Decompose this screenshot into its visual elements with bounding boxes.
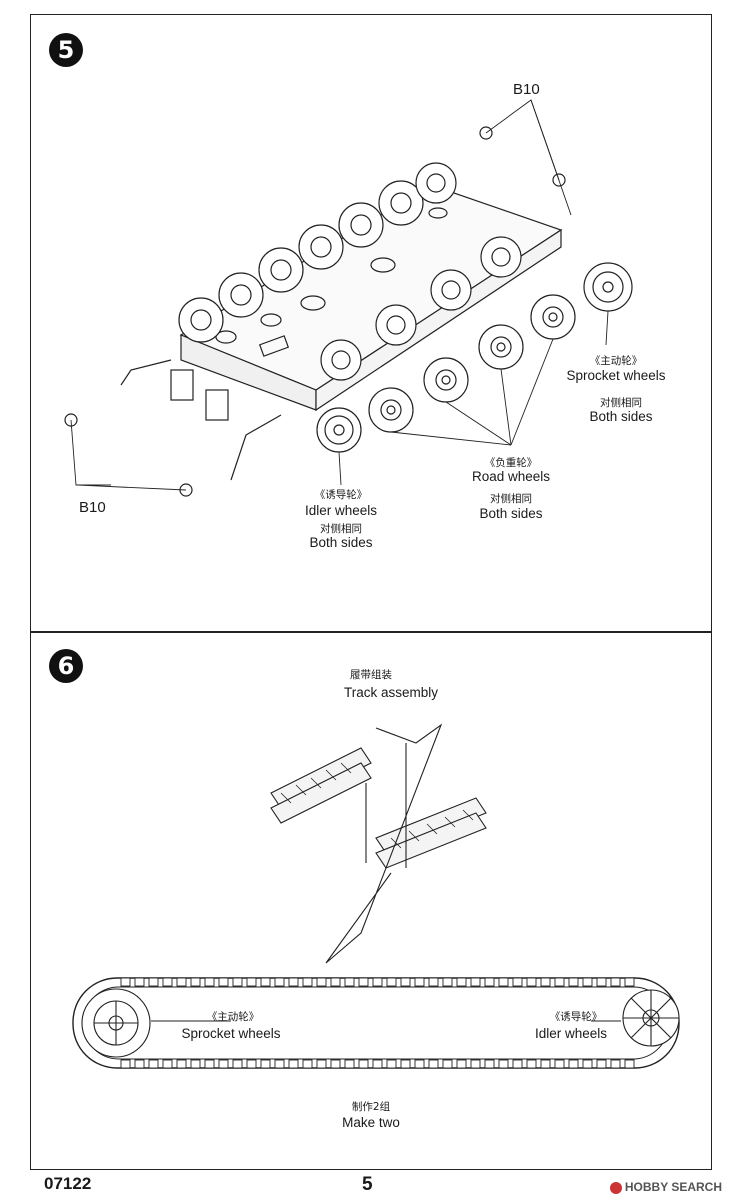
- track-assembly-illustration: [72, 723, 680, 1069]
- make-two-cn: 制作2组: [351, 1101, 391, 1113]
- track-sprocket-label-en: Sprocket wheels: [181, 1026, 281, 1041]
- track-sprocket-label-cn: 《主动轮》: [206, 1011, 260, 1023]
- b10-callout-bottom: B10: [79, 499, 106, 516]
- idler-both-en: Both sides: [309, 535, 373, 550]
- track-assembly-heading-en: Track assembly: [343, 685, 439, 700]
- sprocket-label-cn: 《主动轮》: [589, 355, 643, 367]
- step-5-panel: 5: [30, 14, 712, 632]
- idler-label-en: Idler wheels: [304, 503, 378, 518]
- sprocket-label-en: Sprocket wheels: [566, 368, 666, 383]
- sprocket-both-cn: 对侧相同: [600, 397, 642, 409]
- b10-callout-top: B10: [513, 81, 540, 98]
- road-wheels-label-cn: 《负重轮》: [484, 457, 538, 469]
- track-idler-label-cn: 《诱导轮》: [549, 1011, 603, 1023]
- sprocket-both-en: Both sides: [589, 409, 653, 424]
- track-idler-label-en: Idler wheels: [534, 1026, 608, 1041]
- watermark-logo-icon: [609, 1181, 622, 1194]
- page-number: 5: [362, 1174, 373, 1195]
- road-both-cn: 对侧相同: [490, 493, 532, 505]
- make-two-en: Make two: [342, 1115, 400, 1130]
- chassis-assembly-illustration: [64, 99, 633, 497]
- product-code: 07122: [44, 1174, 92, 1193]
- road-wheels-label-en: Road wheels: [471, 469, 551, 484]
- watermark: HOBBY SEARCH: [609, 1180, 722, 1194]
- step-number-badge: 6: [49, 649, 83, 683]
- step-6-panel: 6 履带组装 Track assembly: [30, 632, 712, 1170]
- track-assembly-heading-cn: 履带组装: [350, 669, 392, 681]
- road-both-en: Both sides: [479, 506, 543, 521]
- step-number-badge: 5: [49, 33, 83, 67]
- idler-label-cn: 《诱导轮》: [314, 489, 368, 501]
- idler-both-cn: 对侧相同: [320, 523, 362, 535]
